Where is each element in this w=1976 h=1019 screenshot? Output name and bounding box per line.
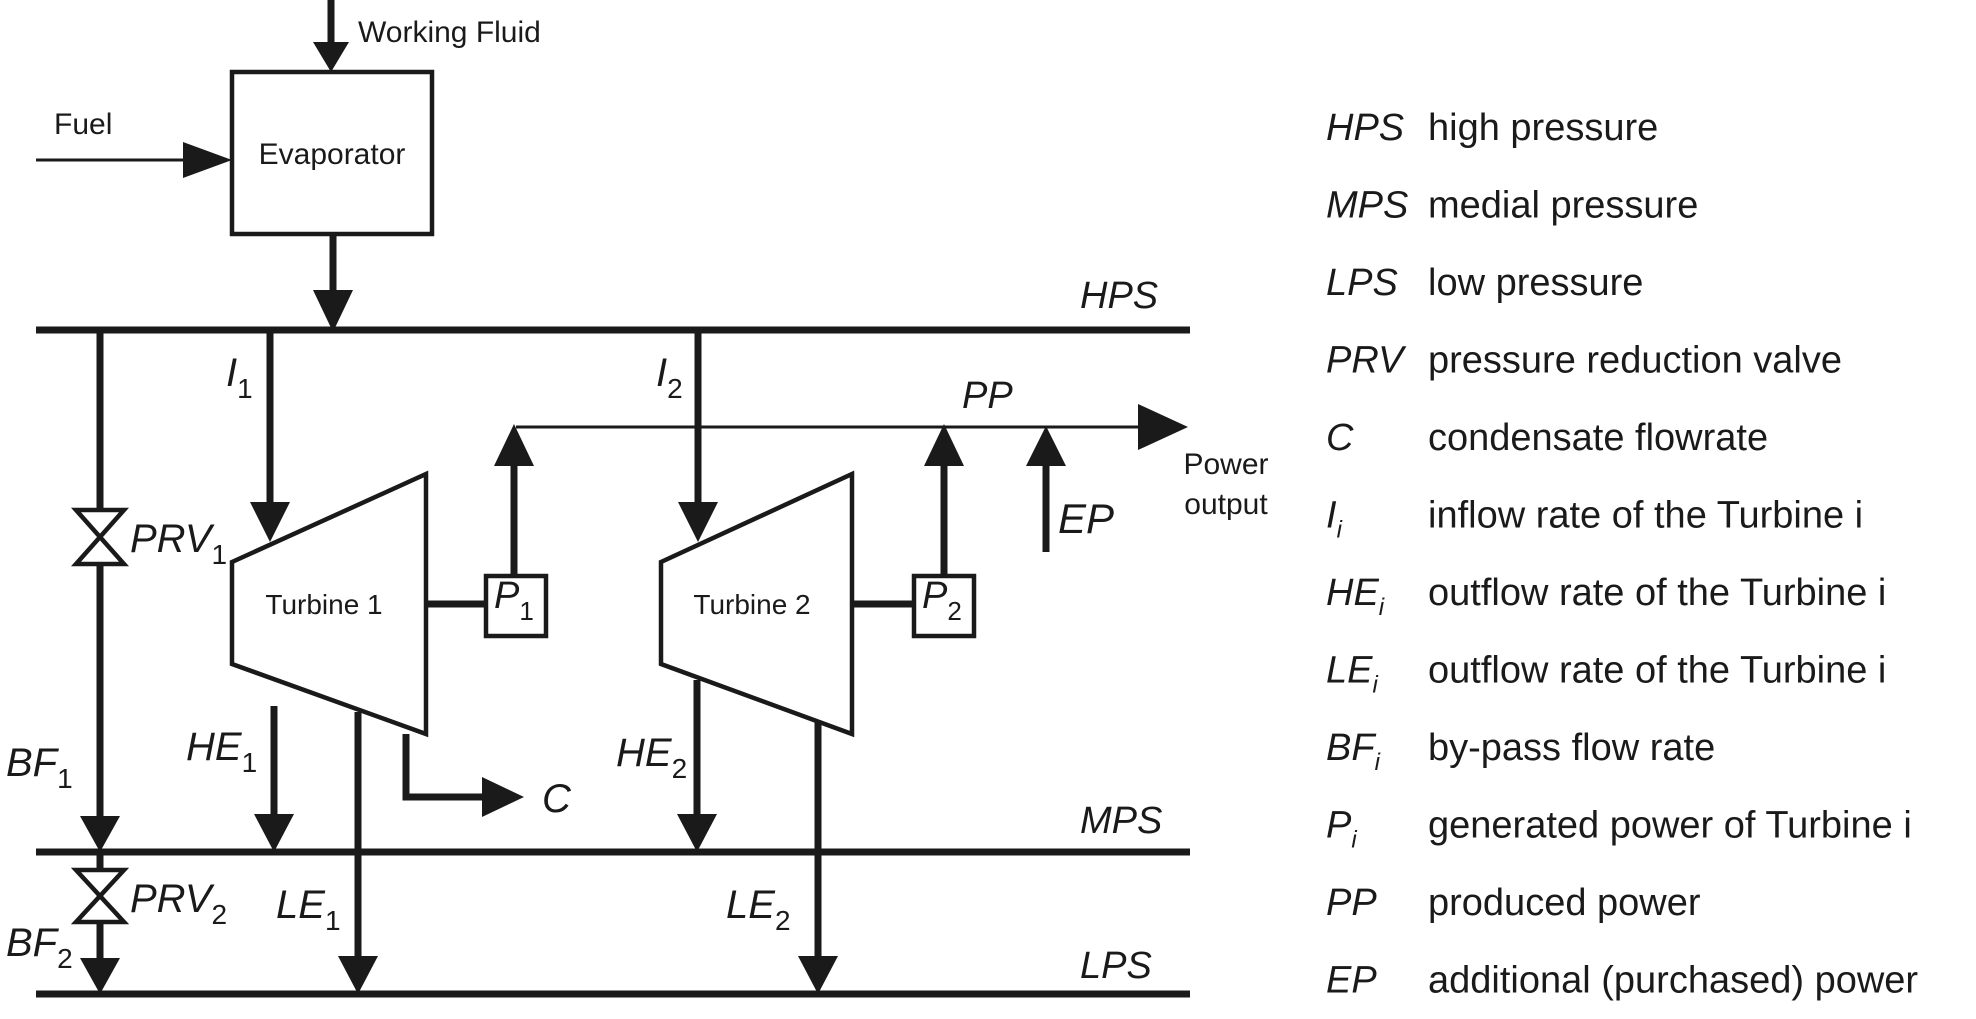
bf2-label: BF2 <box>6 921 73 974</box>
fuel-label: Fuel <box>54 108 112 141</box>
legend-description: by-pass flow rate <box>1428 727 1715 769</box>
legend-symbol: PRV <box>1326 340 1407 382</box>
legend-description: outflow rate of the Turbine i <box>1428 650 1886 692</box>
i2-label: I2 <box>656 351 683 404</box>
generator-p2-box <box>911 573 977 639</box>
condensate-line <box>402 734 486 801</box>
p1-power-arrowhead <box>494 424 534 466</box>
legend-symbol: LPS <box>1326 262 1398 304</box>
generator-p1-box <box>483 573 549 639</box>
p2-power-arrowhead <box>924 424 964 466</box>
legend-symbol: Ii <box>1326 495 1343 544</box>
evaporator-label: Evaporator <box>259 138 406 171</box>
legend-symbol: LEi <box>1326 650 1378 699</box>
legend-symbol: PP <box>1326 882 1377 924</box>
labels: Working Fluid Fuel Evaporator Turbine 1 … <box>6 16 1269 987</box>
evaporator-box <box>229 69 435 237</box>
he1-label: HE1 <box>186 725 257 778</box>
ep-arrowhead <box>1026 426 1066 466</box>
le1-arrowhead <box>338 956 378 994</box>
lps-label: LPS <box>1080 945 1152 987</box>
hps-label: HPS <box>1080 275 1158 317</box>
legend-description: high pressure <box>1428 107 1658 149</box>
prv2-valve <box>70 867 130 925</box>
i1-label: I1 <box>226 351 253 404</box>
power-output-arrowhead <box>1138 404 1188 450</box>
le2-arrowhead <box>798 956 838 994</box>
power-output-label-line1: Power <box>1183 448 1268 481</box>
condensate-arrowhead <box>482 777 524 817</box>
legend-description: pressure reduction valve <box>1428 340 1842 382</box>
prv2-label: PRV2 <box>130 877 227 930</box>
turbine1-body <box>229 470 429 738</box>
turbine1-label: Turbine 1 <box>265 589 382 620</box>
ep-label: EP <box>1058 495 1114 542</box>
legend-description: low pressure <box>1428 262 1643 304</box>
le1-label: LE1 <box>276 883 341 936</box>
prv1-label: PRV1 <box>130 517 227 570</box>
bf1-label: BF1 <box>6 741 73 794</box>
legend-description: generated power of Turbine i <box>1428 805 1912 847</box>
evaporator-outlet-arrowhead <box>313 290 353 332</box>
bf2-arrowhead <box>80 958 120 994</box>
p2-label: P2 <box>922 575 962 626</box>
i2-arrowhead <box>678 502 718 542</box>
power-output-label-line2: output <box>1184 488 1268 521</box>
he2-label: HE2 <box>616 731 687 784</box>
mps-label: MPS <box>1080 800 1162 842</box>
flow-lines <box>36 0 1190 998</box>
legend-description: additional (purchased) power <box>1428 960 1918 1002</box>
legend-description: outflow rate of the Turbine i <box>1428 572 1886 614</box>
condensate-label: C <box>542 777 572 821</box>
legend-symbol: Pi <box>1326 805 1357 854</box>
legend-description: inflow rate of the Turbine i <box>1428 495 1863 537</box>
bf1-arrowhead <box>80 816 120 852</box>
fuel-arrowhead <box>183 142 232 178</box>
working-fluid-label: Working Fluid <box>358 16 541 49</box>
prv1-valve <box>70 507 130 567</box>
p1-label: P1 <box>494 575 534 626</box>
i1-arrowhead <box>250 502 290 542</box>
he2-arrowhead <box>677 814 717 852</box>
le2-label: LE2 <box>726 883 791 936</box>
legend-description: produced power <box>1428 882 1701 924</box>
legend-symbol: EP <box>1326 960 1377 1002</box>
he1-arrowhead <box>254 814 294 852</box>
working-fluid-arrowhead <box>313 42 349 72</box>
legend-symbol: HPS <box>1326 107 1404 149</box>
turbine2-label: Turbine 2 <box>693 589 810 620</box>
legend-symbol: MPS <box>1326 185 1408 227</box>
legend-symbol: C <box>1326 417 1354 459</box>
legend-symbol: HEi <box>1326 572 1385 621</box>
legend-description: condensate flowrate <box>1428 417 1768 459</box>
pp-label: PP <box>962 375 1013 417</box>
legend-symbol: BFi <box>1326 727 1381 776</box>
legend-description: medial pressure <box>1428 185 1698 227</box>
turbine2-body <box>658 470 855 738</box>
